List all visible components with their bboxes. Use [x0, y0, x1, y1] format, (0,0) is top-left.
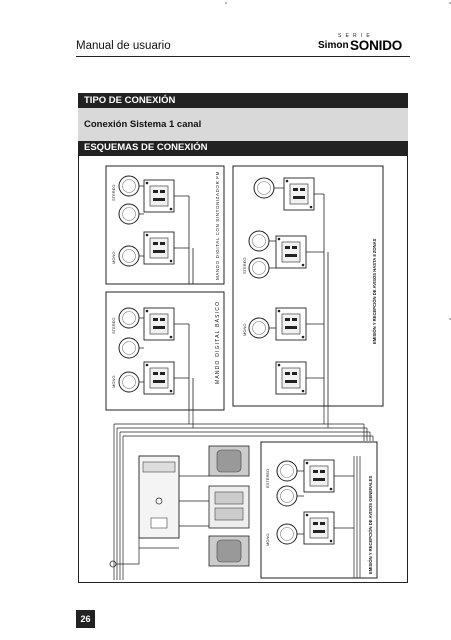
speaker-icon	[118, 337, 140, 359]
diagram-label-generales: EMISIÓN Y RECEPCIÓN DE AVISOS GENERALES	[368, 476, 373, 574]
control-module-icon	[303, 511, 335, 545]
manual-title: Manual de usuario	[76, 40, 171, 52]
section-title: TIPO DE CONEXIÓN	[78, 93, 408, 108]
control-module-icon	[143, 231, 175, 265]
speaker-icon	[248, 317, 270, 339]
diagram-label-fm: MANDO DIGITAL CON SINTONIZADOR FM	[215, 171, 220, 280]
control-module-icon	[275, 307, 307, 341]
brand-simon: Simon	[318, 40, 349, 51]
crop-mark	[449, 318, 451, 320]
speaker-icon	[276, 485, 298, 507]
diagram-label-basico: MANDO DIGITAL BÁSICO	[214, 301, 221, 384]
control-module-icon	[275, 235, 307, 269]
diagram-label-mono: MONO	[111, 252, 116, 264]
section-subtitle: Conexión Sistema 1 canal	[78, 108, 408, 141]
page-number: 26	[76, 610, 95, 628]
control-module-icon	[303, 459, 335, 493]
control-module-icon	[143, 179, 175, 213]
header-rule	[76, 56, 410, 57]
speaker-icon	[118, 203, 140, 225]
schemes-title: ESQUEMAS DE CONEXIÓN	[78, 141, 408, 155]
speaker-icon	[276, 523, 298, 545]
diagram-label-zonas: EMISIÓN Y RECEPCIÓN DE AVISOS HASTA 8 ZO…	[372, 238, 377, 344]
diagram-label-estereo: ESTÉREO	[265, 469, 270, 488]
diagram-label-stereo: STEREO	[242, 258, 247, 274]
control-module-icon	[143, 361, 175, 395]
diagram-label-stereo: STEREO	[111, 185, 116, 201]
speaker-icon	[118, 175, 140, 197]
control-module-icon	[143, 307, 175, 341]
brand-logo: S E R I E Simon SONIDO	[318, 33, 410, 55]
diagram-label-mono: MONO	[242, 324, 247, 336]
diagram-label-mono: MONO	[111, 376, 116, 388]
diagram-label-stereo: STEREO	[111, 318, 116, 334]
control-module-icon	[275, 361, 307, 395]
speaker-icon	[276, 460, 298, 482]
speaker-icon	[248, 230, 270, 252]
crop-mark	[449, 2, 451, 4]
speaker-icon	[253, 177, 275, 199]
wiring-diagram: STEREO MONO MANDO DIGITAL CON SINTONIZAD…	[78, 155, 408, 583]
speaker-icon	[248, 257, 270, 279]
crop-mark	[225, 2, 227, 4]
diagram-label-mono: MONO	[265, 534, 270, 546]
speaker-icon	[118, 371, 140, 393]
speaker-icon	[118, 307, 140, 329]
speaker-icon	[118, 245, 140, 267]
control-module-icon	[283, 177, 315, 211]
brand-sonido: SONIDO	[350, 38, 403, 53]
brand-serie: S E R I E	[338, 33, 372, 39]
